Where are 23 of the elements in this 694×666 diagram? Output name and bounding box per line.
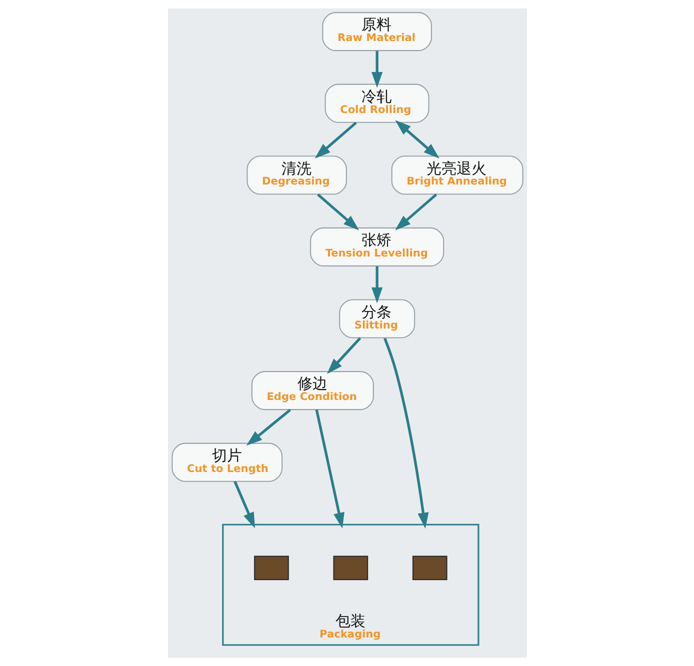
node-box: 分条 Slitting: [338, 299, 415, 338]
node-box: [254, 556, 288, 580]
arrow: [326, 337, 361, 374]
arrow: [314, 409, 344, 529]
node-box: 修边 Edge Condition: [250, 371, 374, 410]
node-box: 张矫 Tension Levelling: [310, 227, 444, 266]
arrow: [371, 266, 382, 304]
node-box: [332, 556, 368, 580]
node-box: 光亮退火 Bright Annealing: [390, 156, 523, 195]
node-box: 原料 Raw Material: [322, 12, 432, 52]
arrow: [316, 194, 359, 230]
node-box: [412, 556, 447, 580]
arrow: [383, 338, 428, 529]
node-box: 清洗 Degreasing: [246, 156, 346, 195]
arrow: [394, 120, 439, 159]
cluster: 包装 Packaging: [222, 524, 479, 646]
arrow: [394, 194, 437, 230]
arrow: [314, 122, 356, 159]
arrow: [246, 408, 291, 446]
arrow: [371, 50, 382, 88]
node-box: 冷轧 Cold Rolling: [324, 84, 429, 123]
node-box: 切片 Cut to Length: [171, 442, 282, 482]
arrow: [233, 480, 254, 528]
